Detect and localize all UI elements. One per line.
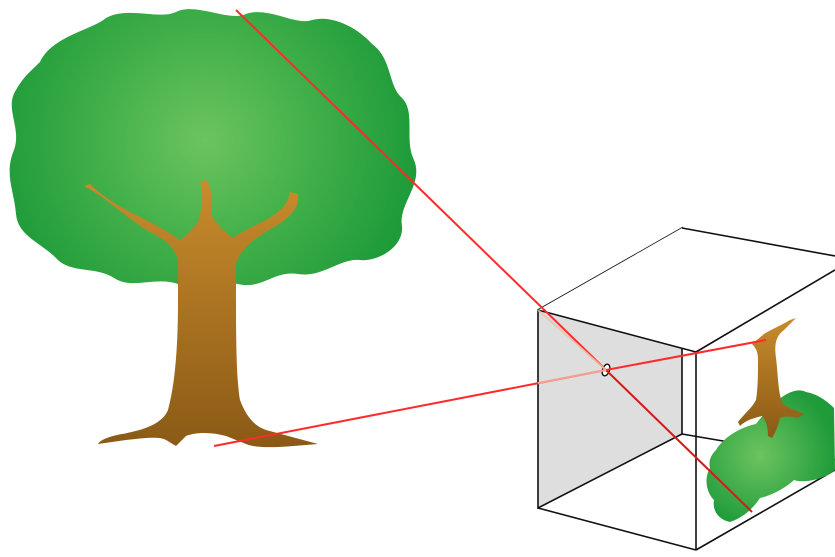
inverted-tree-foliage [706,390,835,522]
camera-edge [537,309,697,353]
camera-edge [537,507,697,551]
inverted-tree-image [706,318,835,522]
camera-edge [695,469,835,551]
top-ray-inside [605,369,753,513]
inverted-tree-trunk [738,318,804,438]
tree [9,9,417,448]
camera-edge [681,227,835,257]
camera-box [537,226,835,551]
ray-fade-segment [537,309,607,371]
tree-trunk [84,180,318,448]
camera-edge [695,269,835,353]
ray-fade-segment [537,369,607,384]
light-rays [213,9,767,513]
tree-foliage [9,9,417,287]
bottom-ray-inside [605,339,767,371]
top-ray [235,9,607,371]
camera-top-face [538,228,835,352]
